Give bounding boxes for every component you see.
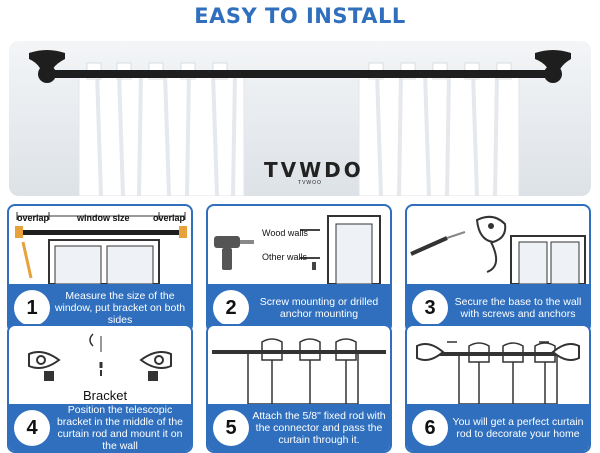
step-4-caption-bar: 4 Position the telescopic bracket in the… xyxy=(9,404,191,451)
step-number: 4 xyxy=(14,410,50,446)
step-number: 5 xyxy=(213,410,249,446)
curtain-rod xyxy=(212,350,386,354)
page-title: EASY TO INSTALL xyxy=(194,4,406,28)
step-3-caption-bar: 3 Secure the base to the wall with screw… xyxy=(407,284,589,331)
step-1-panel: overlap window size overlap 1 Measure th… xyxy=(7,204,193,333)
curtain-rod xyxy=(421,352,575,356)
step-3-panel: 3 Secure the base to the wall with screw… xyxy=(405,204,591,333)
step-caption: Attach the 5/8" fixed rod with the conne… xyxy=(252,409,386,446)
step-number: 1 xyxy=(14,290,50,326)
step-caption: Screw mounting or drilled anchor mountin… xyxy=(259,295,379,320)
step-number: 3 xyxy=(412,290,448,326)
step-number: 2 xyxy=(213,290,249,326)
mount-base-illustration xyxy=(410,215,586,284)
step-6-panel: 6 You will get a perfect curtain rod to … xyxy=(405,324,591,453)
rod-bracket-icon xyxy=(29,50,571,83)
step-caption: You will get a perfect curtain rod to de… xyxy=(452,415,584,440)
step-1-caption-bar: 1 Measure the size of the window, put br… xyxy=(9,284,191,331)
brand-logo: TVWDO TVWOO xyxy=(264,158,364,186)
step-2-panel: Wood walls Other walls 2 Screw mounting … xyxy=(206,204,392,333)
step-2-caption-bar: 2 Screw mounting or drilled anchor mount… xyxy=(208,284,390,331)
pencil-icon xyxy=(21,241,33,279)
measure-illustration xyxy=(15,212,187,284)
curtain-rod xyxy=(39,70,561,78)
finished-rod-illustration xyxy=(416,341,580,404)
step-number: 6 xyxy=(412,410,448,446)
curtain-illustration xyxy=(9,41,591,196)
bracket-right-icon xyxy=(139,351,172,381)
step-6-caption-bar: 6 You will get a perfect curtain rod to … xyxy=(407,404,589,451)
curtain-icon xyxy=(247,338,359,404)
step-5-panel: 5 Attach the 5/8" fixed rod with the con… xyxy=(206,324,392,453)
attach-rod-illustration xyxy=(212,338,386,404)
bracket-end-icon xyxy=(416,343,580,361)
bracket-illustration xyxy=(28,333,172,381)
screwdriver-icon xyxy=(410,231,466,256)
step-4-panel: Bracket 4 Position the telescopic bracke… xyxy=(7,324,193,453)
drill-icon xyxy=(214,236,254,270)
drill-illustration xyxy=(214,215,381,284)
step-caption: Measure the size of the window, put brac… xyxy=(54,289,186,326)
step-caption: Position the telescopic bracket in the m… xyxy=(56,403,184,452)
hero-curtain-photo: TVWDO TVWOO xyxy=(9,41,591,196)
step-caption: Secure the base to the wall with screws … xyxy=(454,295,582,320)
bracket-left-icon xyxy=(28,351,61,381)
step-5-caption-bar: 5 Attach the 5/8" fixed rod with the con… xyxy=(208,404,390,451)
